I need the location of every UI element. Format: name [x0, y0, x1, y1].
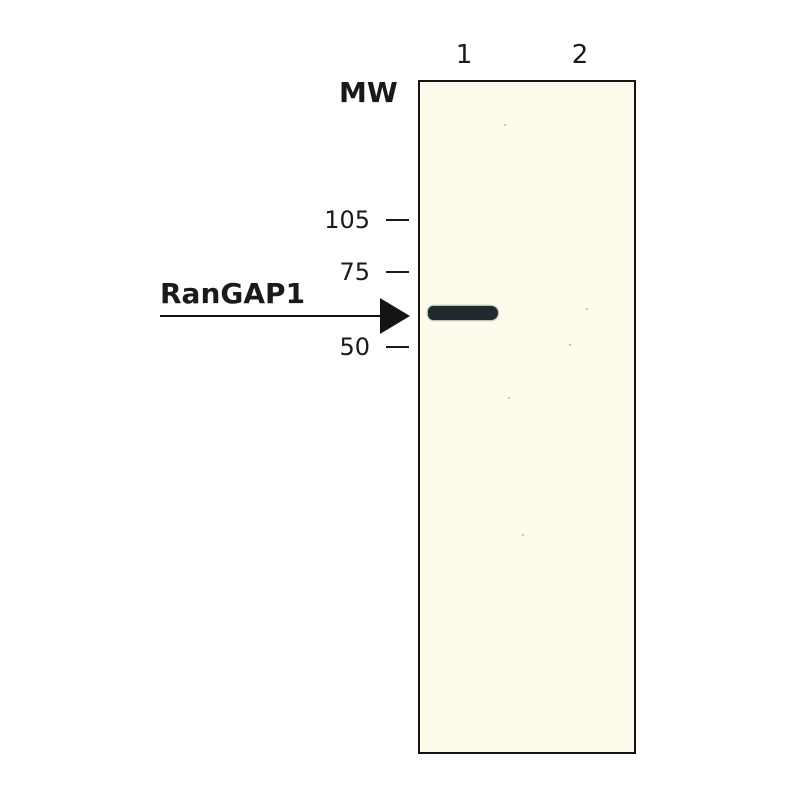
- lane-label-1: 1: [455, 40, 473, 70]
- lane-label-2: 2: [571, 40, 589, 70]
- mw-title: MW: [339, 76, 398, 109]
- blot-speck: [586, 308, 588, 310]
- marker-label-50: 50: [339, 333, 370, 361]
- blot-membrane: [418, 80, 636, 754]
- marker-tick-50: [386, 346, 409, 348]
- blot-speck: [508, 397, 510, 399]
- marker-tick-105: [386, 219, 409, 221]
- protein-label: RanGAP1: [160, 277, 306, 310]
- marker-label-105: 105: [324, 206, 370, 234]
- protein-band: [428, 306, 498, 320]
- arrow-head: [380, 298, 410, 334]
- blot-speck: [504, 124, 506, 126]
- marker-label-75: 75: [339, 258, 370, 286]
- blot-speck: [522, 534, 524, 536]
- arrow-line: [160, 315, 386, 317]
- marker-tick-75: [386, 271, 409, 273]
- blot-speck: [569, 344, 571, 346]
